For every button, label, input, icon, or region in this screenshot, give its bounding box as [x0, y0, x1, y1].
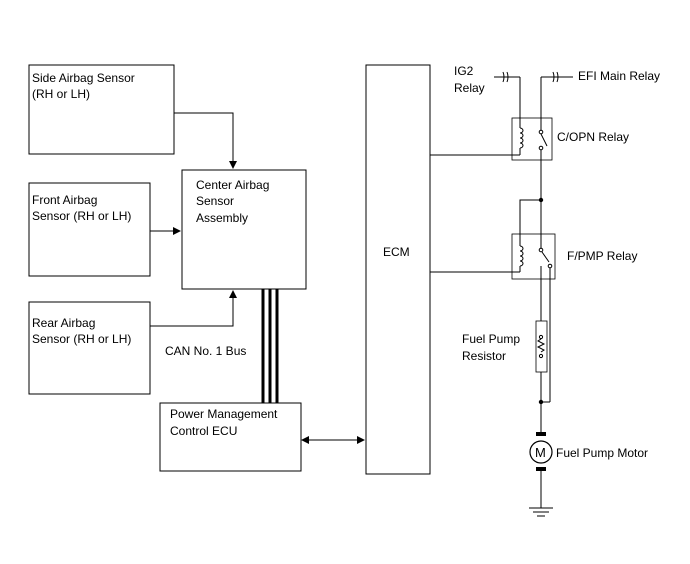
- side-sensor-to-center-arrow: [174, 112, 237, 169]
- efi-main-relay-label: EFI Main Relay: [578, 69, 660, 83]
- svg-text:Assembly: Assembly: [196, 211, 248, 225]
- rear-sensor-line-2: Sensor (RH or LH): [32, 332, 131, 346]
- front-airbag-sensor-block: Front Airbag Sensor (RH or LH): [28, 182, 151, 277]
- center-sensor-line-2: Sensor: [196, 194, 234, 208]
- svg-text:Sensor (RH or LH): Sensor (RH or LH): [32, 209, 131, 223]
- svg-text:Rear Airbag: Rear Airbag: [32, 316, 95, 330]
- can-bus-lines: [261, 289, 279, 403]
- svg-text:(RH or LH): (RH or LH): [32, 87, 90, 101]
- fuel-pump-motor-label: Fuel Pump Motor: [556, 446, 648, 460]
- svg-text:Control ECU: Control ECU: [170, 424, 237, 438]
- ig2-label-line-2: Relay: [454, 81, 485, 95]
- can-bus-label: CAN No. 1 Bus: [165, 344, 246, 358]
- ecm-label: ECM: [383, 245, 410, 259]
- center-airbag-sensor-block: Center Airbag Sensor Assembly: [181, 169, 307, 290]
- svg-text:Front Airbag: Front Airbag: [32, 193, 97, 207]
- ig2-wire: [494, 71, 521, 118]
- svg-text:Sensor: Sensor: [196, 194, 234, 208]
- center-sensor-line-1: Center Airbag: [196, 178, 269, 192]
- relay-junction-wires: [519, 160, 544, 234]
- front-sensor-line-2: Sensor (RH or LH): [32, 209, 131, 223]
- rear-sensor-line-1: Rear Airbag: [32, 316, 95, 330]
- copn-relay: [511, 117, 553, 161]
- side-sensor-line-2: (RH or LH): [32, 87, 90, 101]
- fuel-pump-motor: M: [529, 402, 553, 508]
- ig2-label-line-1: IG2: [454, 64, 474, 78]
- power-management-ecu-block: Power Management Control ECU: [159, 402, 302, 472]
- center-sensor-line-3: Assembly: [196, 211, 248, 225]
- ground-icon: [529, 507, 553, 517]
- svg-text:Side Airbag Sensor: Side Airbag Sensor: [32, 71, 135, 85]
- svg-text:Sensor (RH or LH): Sensor (RH or LH): [32, 332, 131, 346]
- power-ecu-line-2: Control ECU: [170, 424, 237, 438]
- efi-main-relay-wire: [540, 71, 573, 118]
- ecm-block: ECM: [365, 64, 431, 475]
- svg-text:Power Management: Power Management: [170, 407, 278, 421]
- resistor-label-line-1: Fuel Pump: [462, 332, 520, 346]
- front-sensor-line-1: Front Airbag: [32, 193, 97, 207]
- motor-symbol: M: [535, 445, 546, 460]
- rear-airbag-sensor-block: Rear Airbag Sensor (RH or LH): [28, 301, 151, 395]
- fpmp-relay-label: F/PMP Relay: [567, 249, 637, 263]
- power-ecu-line-1: Power Management: [170, 407, 278, 421]
- rear-sensor-to-center-arrow: [150, 290, 237, 327]
- side-sensor-line-1: Side Airbag Sensor: [32, 71, 135, 85]
- side-airbag-sensor-block: Side Airbag Sensor (RH or LH): [28, 64, 175, 155]
- copn-relay-label: C/OPN Relay: [557, 130, 629, 144]
- fpmp-relay: [430, 233, 556, 280]
- resistor-label-line-2: Resistor: [462, 349, 506, 363]
- fuel-pump-resistor: [535, 279, 551, 405]
- svg-text:Center Airbag: Center Airbag: [196, 178, 269, 192]
